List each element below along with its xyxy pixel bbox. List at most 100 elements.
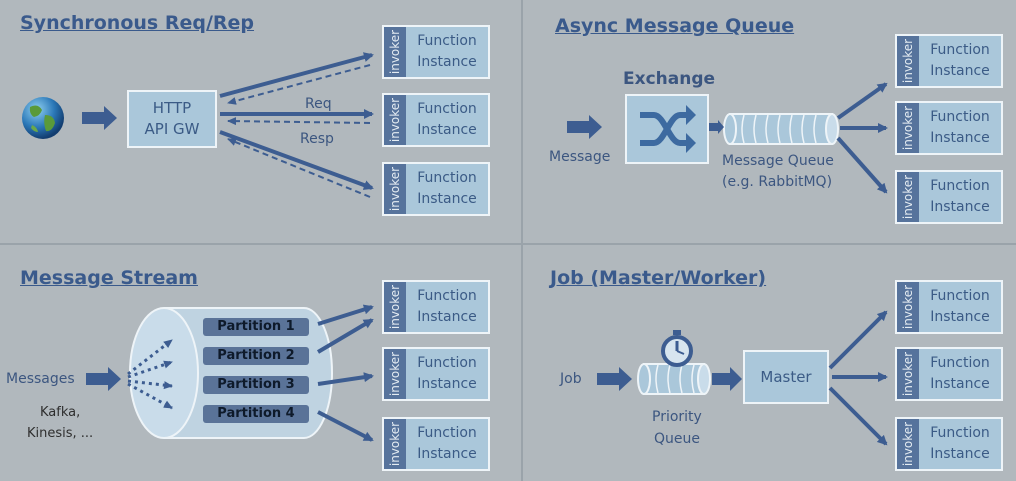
block-arrow-message-to-exchange bbox=[567, 115, 602, 139]
sync-title: Synchronous Req/Rep bbox=[20, 12, 255, 34]
stopwatch-icon bbox=[661, 330, 693, 367]
async-fanout-arrow-3 bbox=[836, 136, 888, 194]
stream-output-arrow-2 bbox=[316, 318, 374, 354]
function-label: Function bbox=[417, 101, 477, 117]
invoker-tag: invoker bbox=[384, 419, 406, 469]
messages-label: Messages bbox=[6, 371, 75, 387]
instance-label: Instance bbox=[417, 309, 477, 325]
stream-dotted-arrow-3 bbox=[127, 379, 173, 390]
priority-queue-label-1: Priority bbox=[652, 409, 702, 425]
function-label: Function bbox=[930, 42, 990, 58]
message-label: Message bbox=[549, 149, 611, 165]
api-gateway-box: HTTP API GW bbox=[127, 90, 217, 148]
block-arrow-job-to-queue bbox=[597, 367, 632, 391]
stream-output-arrow-3 bbox=[317, 372, 374, 386]
message-queue-label-2: (e.g. RabbitMQ) bbox=[722, 174, 833, 190]
master-box: Master bbox=[743, 350, 829, 404]
gateway-line-1: HTTP bbox=[152, 99, 192, 117]
instance-label: Instance bbox=[930, 63, 990, 79]
function-label: Function bbox=[930, 178, 990, 194]
sync-response-arrow-2 bbox=[227, 117, 371, 126]
sync-request-arrow-3 bbox=[219, 130, 374, 190]
function-label: Function bbox=[930, 425, 990, 441]
priority-queue-label-2: Queue bbox=[654, 431, 700, 447]
function-label: Function bbox=[930, 109, 990, 125]
block-arrow-messages-to-stream bbox=[86, 367, 121, 391]
message-queue-cylinder bbox=[723, 113, 839, 145]
stream-dotted-arrow-2 bbox=[127, 360, 173, 379]
sync-request-arrow-1 bbox=[219, 52, 374, 98]
instance-label: Instance bbox=[930, 130, 990, 146]
globe-icon bbox=[22, 97, 64, 139]
stream-example-2: Kinesis, ... bbox=[27, 426, 94, 441]
instance-label: Instance bbox=[930, 199, 990, 215]
stream-output-arrow-4 bbox=[317, 410, 374, 442]
async-fanout-arrow-1 bbox=[836, 82, 888, 120]
stream-output-arrow-1 bbox=[317, 304, 374, 326]
stream-dotted-arrow-1 bbox=[127, 338, 173, 376]
block-arrow-queue-to-master bbox=[712, 367, 742, 391]
job-fanout-arrow-3 bbox=[828, 386, 888, 446]
block-arrow-exchange-to-queue bbox=[709, 120, 724, 134]
shuffle-icon bbox=[640, 105, 696, 153]
invoker-tag: invoker bbox=[897, 103, 919, 153]
job-title: Job (Master/Worker) bbox=[550, 267, 767, 289]
function-label: Function bbox=[417, 33, 477, 49]
gateway-line-2: API GW bbox=[144, 120, 200, 138]
invoker-tag: invoker bbox=[897, 36, 919, 86]
invoker-tag: invoker bbox=[384, 282, 406, 332]
req-label: Req bbox=[305, 96, 332, 112]
function-label: Function bbox=[417, 355, 477, 371]
invoker-tag: invoker bbox=[384, 27, 406, 77]
priority-queue-cylinder bbox=[637, 363, 711, 395]
instance-label: Instance bbox=[417, 54, 477, 70]
instance-label: Instance bbox=[417, 191, 477, 207]
instance-label: Instance bbox=[417, 446, 477, 462]
invoker-tag: invoker bbox=[897, 419, 919, 469]
instance-label: Instance bbox=[930, 309, 990, 325]
function-label: Function bbox=[930, 288, 990, 304]
invoker-tag: invoker bbox=[384, 349, 406, 399]
function-label: Function bbox=[930, 355, 990, 371]
resp-label: Resp bbox=[300, 131, 334, 147]
message-queue-label-1: Message Queue bbox=[722, 153, 834, 169]
instance-label: Instance bbox=[417, 376, 477, 392]
partition-3: Partition 3 bbox=[203, 376, 309, 394]
stream-example-1: Kafka, bbox=[40, 405, 81, 420]
invoker-tag: invoker bbox=[897, 282, 919, 332]
job-fanout-arrow-1 bbox=[828, 310, 888, 370]
block-arrow-globe-to-gw bbox=[82, 106, 117, 130]
function-label: Function bbox=[417, 425, 477, 441]
master-label: Master bbox=[760, 367, 812, 386]
exchange-box bbox=[625, 94, 709, 164]
partition-1: Partition 1 bbox=[203, 318, 309, 336]
exchange-label: Exchange bbox=[623, 69, 716, 89]
sync-response-arrow-1 bbox=[227, 64, 371, 105]
function-label: Function bbox=[417, 288, 477, 304]
async-title: Async Message Queue bbox=[555, 15, 795, 37]
invoker-tag: invoker bbox=[897, 172, 919, 222]
sync-response-arrow-3 bbox=[227, 138, 371, 198]
stream-dotted-arrow-4 bbox=[127, 382, 173, 410]
invoker-tag: invoker bbox=[384, 164, 406, 214]
instance-label: Instance bbox=[417, 122, 477, 138]
function-label: Function bbox=[417, 170, 477, 186]
job-label: Job bbox=[560, 371, 582, 387]
invoker-tag: invoker bbox=[897, 349, 919, 399]
horizontal-divider bbox=[0, 243, 1016, 245]
instance-label: Instance bbox=[930, 446, 990, 462]
partition-4: Partition 4 bbox=[203, 405, 309, 423]
